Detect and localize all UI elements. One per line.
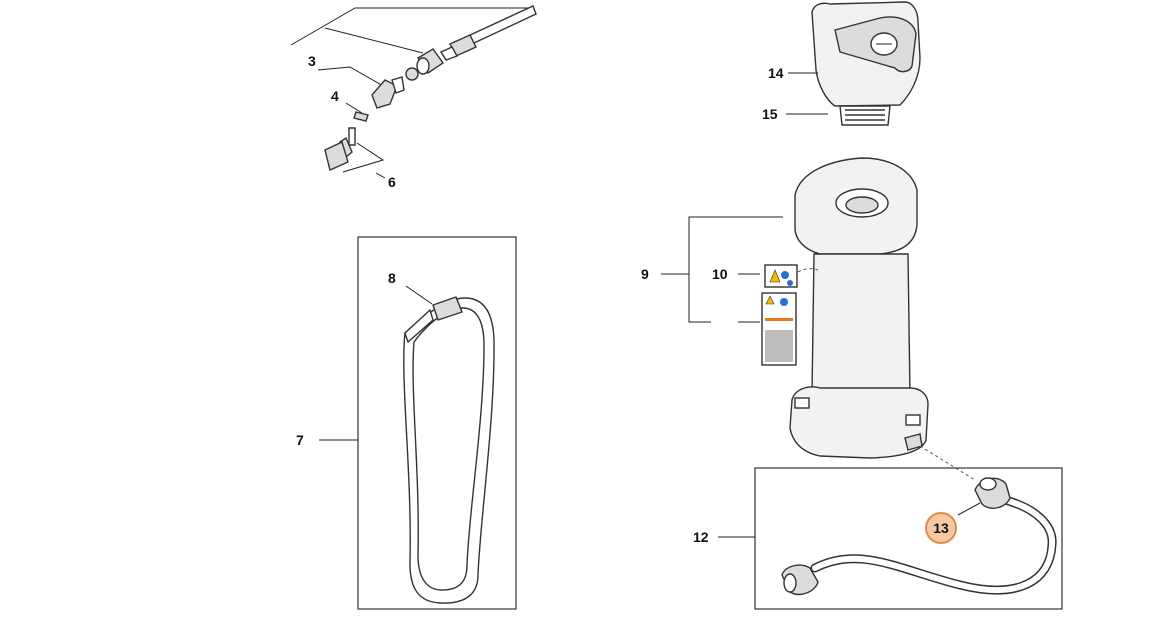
callout-15[interactable]: 15 — [762, 106, 778, 122]
nozzle-tip[interactable] — [324, 127, 356, 171]
pump-head[interactable] — [786, 1, 921, 126]
suction-hose[interactable] — [781, 477, 1057, 596]
callout-14[interactable]: 14 — [768, 65, 784, 81]
nozzle-assembly: 3 4 6 — [290, 5, 537, 190]
callout-13-highlight[interactable] — [925, 512, 957, 544]
hose-frame — [754, 467, 1063, 610]
spray-wand[interactable] — [439, 5, 537, 61]
hose-panel: 13 — [718, 467, 1063, 610]
callout-7[interactable]: 7 — [296, 432, 304, 448]
callout-6[interactable]: 6 — [388, 174, 396, 190]
shoulder-strap[interactable] — [403, 296, 495, 604]
callout-10[interactable]: 10 — [712, 266, 728, 282]
nozzle-insert[interactable] — [353, 111, 369, 122]
callout-13[interactable]: 13 — [933, 520, 949, 536]
strap-frame — [357, 236, 517, 610]
warning-labels[interactable] — [761, 264, 819, 366]
union-nut[interactable] — [416, 48, 444, 75]
angled-nozzle[interactable] — [371, 76, 405, 109]
pressure-tank[interactable] — [789, 157, 929, 459]
seal-ring[interactable] — [405, 67, 419, 81]
strap-panel: 7 8 — [296, 236, 517, 610]
callout-4[interactable]: 4 — [331, 88, 339, 104]
callout-3[interactable]: 3 — [308, 53, 316, 69]
callout-9[interactable]: 9 — [641, 266, 649, 282]
callout-12[interactable]: 12 — [693, 529, 709, 545]
callout-8[interactable]: 8 — [388, 270, 396, 286]
